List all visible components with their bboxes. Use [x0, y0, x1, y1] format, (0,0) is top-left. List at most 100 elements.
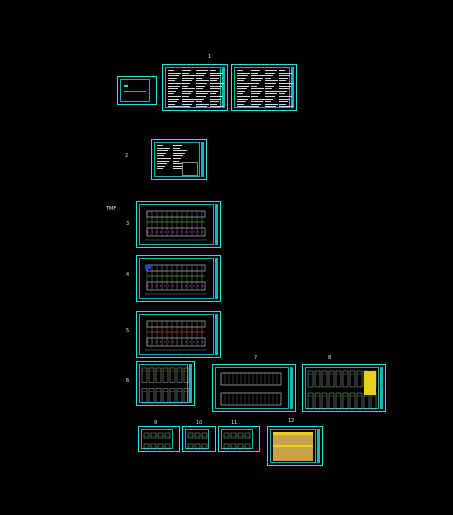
title-block: [215, 204, 218, 245]
drawing-stroke: [321, 370, 328, 388]
text-line: [168, 98, 179, 100]
drawing-stroke: [148, 388, 155, 404]
text-line: [196, 85, 205, 87]
drawing-stroke: [201, 341, 204, 343]
detail-sheet-9[interactable]: [138, 426, 180, 452]
text-line: [251, 85, 257, 87]
text-line: [265, 93, 277, 95]
drawing-stroke: [172, 341, 174, 343]
text-line: [265, 103, 278, 105]
text-line: [173, 160, 179, 162]
text-line: [210, 98, 221, 100]
drawing-stroke: [349, 370, 356, 388]
text-line: [182, 72, 189, 74]
drawing-stroke: [176, 231, 179, 233]
detail-sheet-8[interactable]: [302, 364, 386, 412]
text-line: [251, 75, 265, 77]
text-line: [251, 72, 258, 74]
drawing-stroke: [342, 392, 349, 410]
text-line: [157, 147, 170, 149]
text-line: [196, 88, 203, 90]
text-line: [237, 72, 250, 74]
text-line: [265, 88, 272, 90]
drawing-list-sheet-a[interactable]: [162, 64, 228, 111]
text-line: [237, 103, 244, 105]
text-line: [265, 98, 273, 100]
text-line: [210, 75, 221, 77]
drawing-stroke: [176, 367, 183, 383]
detail-sheet-10[interactable]: [182, 426, 216, 452]
drawing-list-sheet-b[interactable]: [231, 64, 297, 111]
sheet-frame: [305, 367, 379, 409]
sheet-frame: [139, 314, 214, 355]
text-line: [279, 80, 286, 82]
schedule-sheet-12[interactable]: [267, 426, 323, 466]
text-line: [265, 106, 276, 108]
drawing-stroke: [187, 432, 194, 439]
text-line: [196, 72, 206, 74]
sheet-frame: [141, 429, 173, 449]
text-line: [196, 93, 208, 95]
drawing-stroke: [244, 443, 251, 450]
text-line: [173, 147, 180, 149]
text-line: [265, 90, 279, 92]
text-line: [265, 75, 273, 77]
text-line: [265, 96, 275, 97]
text-line: [168, 72, 181, 74]
text-line: [265, 85, 274, 87]
text-line: [173, 155, 183, 157]
drawing-stroke: [220, 372, 282, 386]
text-line: [237, 101, 246, 103]
text-line: [279, 106, 293, 108]
drawing-stroke: [176, 341, 179, 343]
drawing-stroke: [168, 231, 170, 233]
sheet-frame: [234, 67, 290, 108]
text-line: [279, 98, 290, 100]
text-line: [196, 77, 202, 79]
title-block: [290, 367, 293, 409]
drawing-stroke: [237, 432, 244, 439]
drawing-stroke: [197, 231, 200, 233]
drawing-stroke: [180, 231, 183, 233]
cover-sheet[interactable]: [117, 76, 157, 105]
sheet-frame: [165, 67, 221, 108]
drawing-stroke: [168, 285, 170, 287]
text-line: [237, 85, 249, 87]
title-block: [317, 429, 320, 463]
text-line: [157, 155, 164, 157]
text-line: [210, 72, 223, 74]
drawing-stroke: [201, 231, 204, 233]
drawing-stroke: [147, 231, 149, 233]
drawing-stroke: [370, 392, 377, 410]
detail-sheet-11[interactable]: [218, 426, 260, 452]
drawing-stroke: [150, 432, 157, 439]
label-tag: TMF: [106, 206, 117, 212]
drawing-stroke: [162, 367, 169, 383]
text-line: [157, 168, 163, 170]
drawing-stroke: [189, 285, 191, 287]
floor-plan-sheet-3[interactable]: [136, 201, 221, 248]
text-line: [210, 85, 222, 87]
label-sheet-6: 6: [126, 378, 130, 384]
text-line: [196, 80, 209, 82]
sheet-frame: [139, 258, 214, 299]
floor-plan-sheet-4[interactable]: [136, 255, 221, 302]
drawing-stroke: [328, 392, 335, 410]
drawing-stroke: [151, 341, 153, 343]
label-sheet-3: 3: [126, 221, 130, 227]
drawing-stroke: [356, 370, 363, 388]
detail-sheet-6[interactable]: [136, 361, 195, 406]
title-block: [380, 367, 383, 409]
drawing-stroke: [230, 443, 237, 450]
title-block: [201, 142, 204, 177]
drawing-stroke: [162, 388, 169, 404]
drawing-stroke: [155, 341, 158, 343]
text-line: [279, 90, 287, 92]
text-line: [279, 70, 285, 71]
elevation-sheet-7[interactable]: [212, 364, 296, 412]
design-notes-sheet[interactable]: [151, 139, 207, 180]
text-line: [173, 165, 184, 167]
drawing-stroke: [164, 231, 166, 233]
floor-plan-sheet-5[interactable]: [136, 311, 221, 358]
text-line: [168, 103, 175, 105]
